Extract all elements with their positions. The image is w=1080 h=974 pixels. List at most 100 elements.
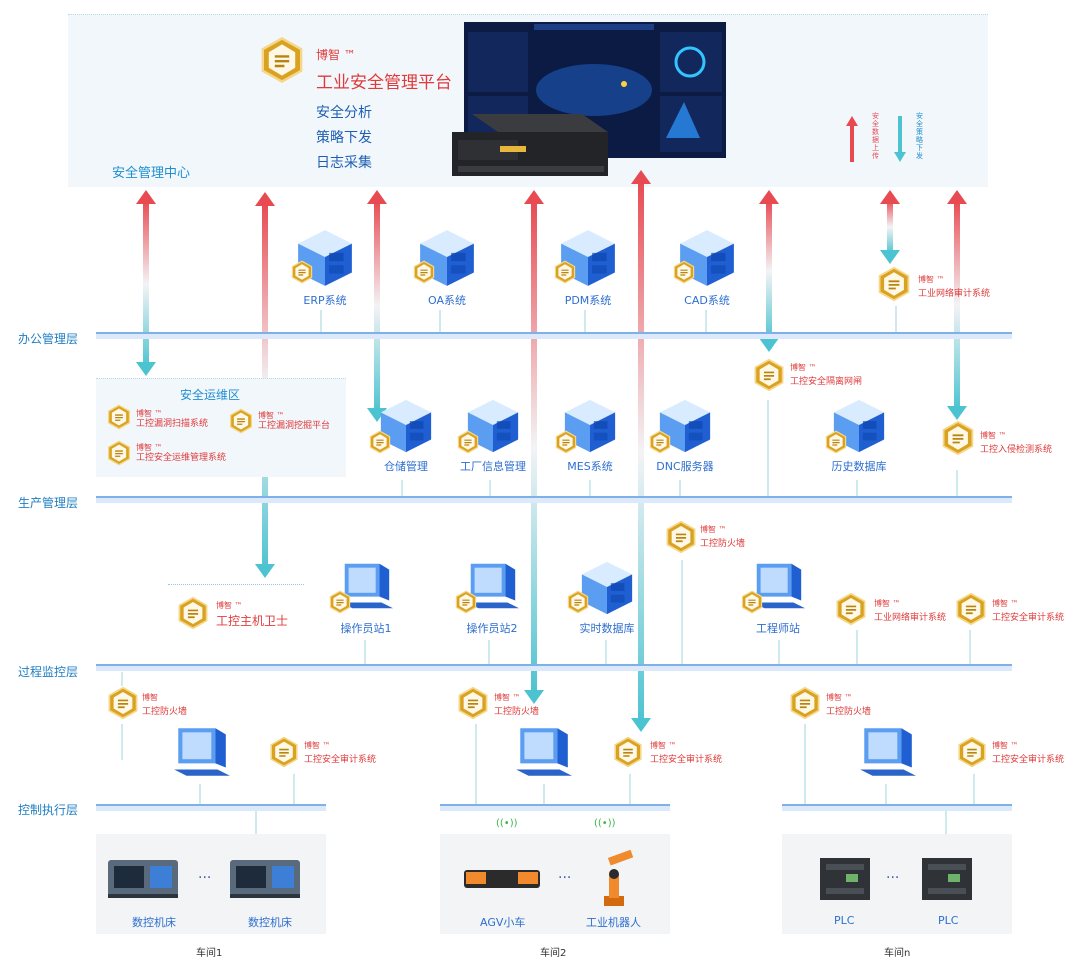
sec-name: 工控防火墙 <box>700 539 746 549</box>
node-label: 实时数据库 <box>579 622 635 635</box>
sec-brand: 博智 ™ <box>992 599 1019 608</box>
shield-badge-icon <box>555 430 577 454</box>
office-cad: CAD系统 <box>672 226 742 308</box>
center-title: 安全管理中心 <box>112 166 191 181</box>
func-analysis: 安全分析 <box>316 105 372 121</box>
workshop-n-label: 车间n <box>884 948 911 959</box>
prod-factory-info: 工厂信息管理 <box>456 396 530 474</box>
sec-name: 工业网络审计系统 <box>918 289 991 299</box>
device-label: PLC <box>938 914 959 927</box>
shield-badge-icon <box>369 430 391 454</box>
node-label: CAD系统 <box>684 294 730 307</box>
wireless-icon: ((•)) <box>496 818 518 829</box>
shield-badge-icon <box>741 590 763 614</box>
shield-badge-icon <box>567 590 589 614</box>
node-label: PDM系统 <box>564 294 612 307</box>
ops-zone-title: 安全运维区 <box>180 388 241 402</box>
firewall-icon <box>458 686 488 720</box>
vuln-scan-icon <box>107 404 131 430</box>
sec-brand: 博智 <box>142 693 158 702</box>
workstation-icon <box>174 728 230 776</box>
arrow-ops <box>136 190 156 376</box>
workshop-2-label: 车间2 <box>540 948 567 959</box>
host-guard-panel <box>168 584 304 641</box>
device-label: 数控机床 <box>132 916 176 929</box>
func-policy: 策略下发 <box>316 130 372 146</box>
ops-management-icon <box>107 440 131 466</box>
cnc-machine-icon <box>108 860 178 898</box>
func-log: 日志采集 <box>316 155 372 171</box>
node-label: 工厂信息管理 <box>460 460 526 473</box>
sec-name: 工控防火墙 <box>826 707 872 717</box>
cnc-machine-icon <box>230 860 300 898</box>
node-label: 操作员站2 <box>466 622 518 635</box>
node-label: ERP系统 <box>303 294 347 307</box>
sec-brand: 博智 ™ <box>136 409 163 418</box>
prod-mes: MES系统 <box>558 396 622 474</box>
sec-name: 工控安全隔离网闸 <box>790 377 863 387</box>
firewall-icon <box>666 520 696 554</box>
sec-brand: 博智 ™ <box>650 741 677 750</box>
legend-arrows <box>846 116 906 162</box>
sec-name: 工业网络审计系统 <box>874 613 947 623</box>
ids-icon <box>942 420 974 456</box>
platform-logo-icon <box>261 37 303 83</box>
sec-name: 工控安全审计系统 <box>992 613 1065 623</box>
bus-office <box>96 332 1012 339</box>
node-label: 操作员站1 <box>340 622 392 635</box>
ellipsis: ··· <box>558 870 572 886</box>
device-label: 数控机床 <box>248 916 292 929</box>
office-oa: OA系统 <box>412 226 482 308</box>
sec-brand: 博智 ™ <box>136 443 163 452</box>
sec-name: 工控安全运维管理系统 <box>136 453 227 463</box>
sec-name: 工控安全审计系统 <box>650 755 723 765</box>
platform-name: 工业安全管理平台 <box>316 73 452 93</box>
shield-badge-icon <box>413 260 435 284</box>
layer-process: 过程监控层 <box>18 665 79 679</box>
node-label: 工程师站 <box>756 622 800 635</box>
prod-history-db: 历史数据库 <box>826 396 892 474</box>
server-graphics <box>452 114 608 176</box>
device-label: 工业机器人 <box>586 916 641 929</box>
bus-control-2 <box>440 804 670 811</box>
node-label: 仓储管理 <box>384 460 428 473</box>
node-label: MES系统 <box>567 460 613 473</box>
shield-badge-icon <box>329 590 351 614</box>
shield-badge-icon <box>291 260 313 284</box>
sec-name: 工控漏洞挖掘平台 <box>258 421 331 431</box>
workstation-icon <box>860 728 916 776</box>
bus-control-n <box>782 804 1012 811</box>
robot-arm-icon <box>604 849 634 906</box>
plc-icon <box>820 858 870 900</box>
legend-down-label: 安全策略下发 <box>916 112 923 160</box>
office-erp: ERP系统 <box>290 226 360 308</box>
sec-brand: 博智 ™ <box>216 601 243 610</box>
security-audit-icon <box>270 736 298 768</box>
network-audit-icon <box>878 266 910 302</box>
node-label: OA系统 <box>428 294 466 307</box>
bus-process <box>96 664 1012 671</box>
sec-brand: 博智 ™ <box>980 431 1007 440</box>
station-op1: 操作员站1 <box>334 558 398 636</box>
layer-control: 控制执行层 <box>18 803 79 817</box>
ellipsis: ··· <box>198 870 212 886</box>
shield-badge-icon <box>673 260 695 284</box>
sec-name: 工控防火墙 <box>142 707 188 717</box>
sec-brand: 博智 ™ <box>304 741 331 750</box>
sec-brand: 博智 ™ <box>494 693 521 702</box>
workshop-1-label: 车间1 <box>196 948 223 959</box>
sec-brand: 博智 ™ <box>918 275 945 284</box>
sec-brand: 博智 ™ <box>700 525 727 534</box>
ops-zone <box>96 378 346 477</box>
server-appliance <box>452 110 610 184</box>
sec-brand: 博智 ™ <box>790 363 817 372</box>
device-label: PLC <box>834 914 855 927</box>
workshop-1-panel: ··· 数控机床 数控机床 <box>96 834 326 934</box>
workstation-icon <box>516 728 572 776</box>
shield-badge-icon <box>457 430 479 454</box>
shield-badge-icon <box>649 430 671 454</box>
prod-warehouse: 仓储管理 <box>376 396 436 474</box>
firewall-icon <box>790 686 820 720</box>
bus-control-1 <box>96 804 326 811</box>
firewall-icon <box>108 686 138 720</box>
